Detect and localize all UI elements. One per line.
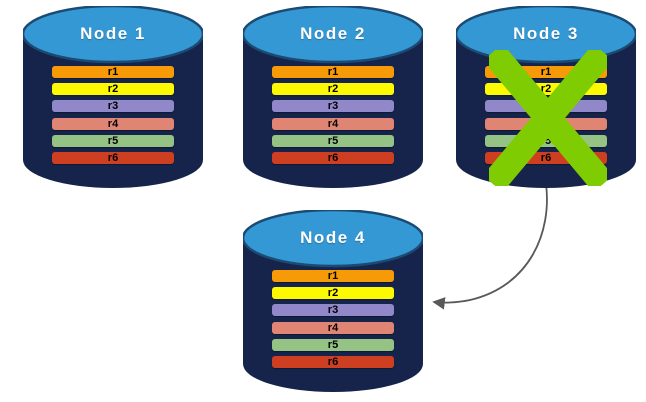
- data-row[interactable]: r4: [272, 322, 394, 334]
- data-row[interactable]: r3: [272, 100, 394, 112]
- data-row[interactable]: r5: [272, 339, 394, 351]
- data-row[interactable]: r6: [485, 152, 607, 164]
- data-row[interactable]: r1: [272, 270, 394, 282]
- data-row[interactable]: r1: [272, 66, 394, 78]
- data-row[interactable]: r2: [272, 287, 394, 299]
- data-row[interactable]: r4: [485, 118, 607, 130]
- data-row[interactable]: r2: [485, 83, 607, 95]
- data-row[interactable]: r1: [485, 66, 607, 78]
- data-row[interactable]: r6: [52, 152, 174, 164]
- data-row[interactable]: r6: [272, 152, 394, 164]
- data-row[interactable]: r4: [52, 118, 174, 130]
- data-row[interactable]: r2: [272, 83, 394, 95]
- data-row[interactable]: r5: [52, 135, 174, 147]
- data-row[interactable]: r4: [272, 118, 394, 130]
- data-row[interactable]: r5: [272, 135, 394, 147]
- data-row[interactable]: r3: [52, 100, 174, 112]
- data-row[interactable]: r5: [485, 135, 607, 147]
- data-row[interactable]: r2: [52, 83, 174, 95]
- data-row[interactable]: r3: [485, 100, 607, 112]
- data-row[interactable]: r1: [52, 66, 174, 78]
- data-row[interactable]: r6: [272, 356, 394, 368]
- data-row[interactable]: r3: [272, 304, 394, 316]
